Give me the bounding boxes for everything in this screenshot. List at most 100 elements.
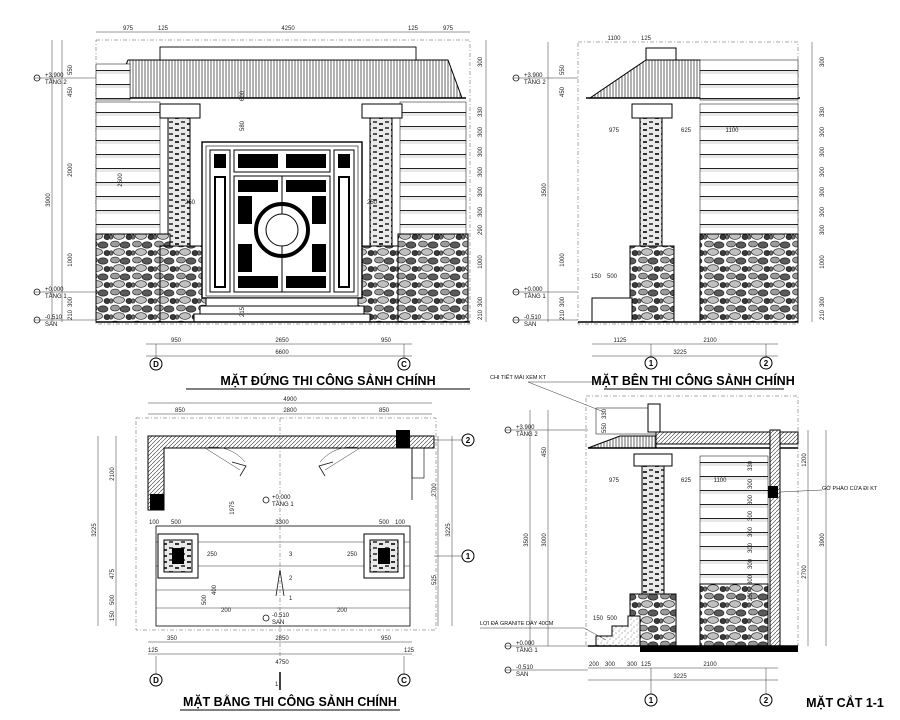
grid-bubble-1-section: 1 <box>644 668 658 707</box>
dimension-label: 250 <box>185 200 196 206</box>
dimension-label: 300 <box>68 296 74 307</box>
section-view: +3.900 TẦNG 2 +0.000 TẦNG 1 -0.510 SAN 1… <box>480 374 884 710</box>
dimension-label: 625 <box>681 128 692 134</box>
dimension-label: 250 <box>367 200 378 206</box>
grid-label: C <box>401 360 407 369</box>
dimension-label: 300 <box>748 478 754 489</box>
dimension-label: 550 <box>560 64 566 75</box>
dimension-label: 200 <box>337 608 348 614</box>
dimension-label: 350 <box>167 636 178 642</box>
dimension-label: 210 <box>560 309 566 320</box>
dimension-label: 300 <box>748 574 754 585</box>
dimension-label: 4750 <box>275 660 289 666</box>
dimension-label: 2650 <box>275 338 289 344</box>
level-ground-side: -0.510 SAN <box>512 315 578 328</box>
dimension-label: 1000 <box>560 253 566 267</box>
dimension-label: 150 <box>593 616 604 622</box>
dimension-label: 2000 <box>68 163 74 177</box>
dimension-label: 330 <box>602 408 608 419</box>
dimension-label: 250 <box>347 552 358 558</box>
level-name: SAN <box>272 620 284 626</box>
note-window-frame: GỜ PHÀO CỬA ĐI KT <box>779 485 878 493</box>
dimension-label: 4250 <box>281 26 295 32</box>
dimension-label: 2700 <box>802 565 808 579</box>
dimension-label: 6600 <box>275 350 289 356</box>
level-value: -0.510 <box>272 613 290 619</box>
dimension-label: 500 <box>379 520 390 526</box>
dimension-label: 250 <box>748 590 754 601</box>
level-value: +3.900 <box>516 425 535 431</box>
dimension-label: 300 <box>478 296 484 307</box>
grid-label: 1 <box>649 696 654 705</box>
dimension-label: 975 <box>123 26 134 32</box>
dimension-label: 330 <box>820 106 826 117</box>
level-value: +0.000 <box>516 641 535 647</box>
dimension-label: 450 <box>68 86 74 97</box>
grid-bubble-c-plan: C <box>397 656 411 687</box>
dimension-label: 500 <box>110 594 116 605</box>
dimension-label: 125 <box>148 648 159 654</box>
dimension-label: 1100 <box>714 478 728 484</box>
dimension-label: 3900 <box>820 533 826 547</box>
dimension-label: 330 <box>748 460 754 471</box>
dimension-label: 210 <box>68 309 74 320</box>
dimension-label: 200 <box>221 608 232 614</box>
level-name: TẦNG 1 <box>45 293 67 300</box>
dimension-label: 300 <box>820 206 826 217</box>
dimension-label: 4900 <box>283 397 297 403</box>
grid-label: 2 <box>466 436 471 445</box>
dimension-label: 150 <box>110 610 116 621</box>
dimension-label: 3225 <box>446 523 452 537</box>
step-number: 2 <box>289 576 293 582</box>
dimension-label: 850 <box>175 408 186 414</box>
level-name: TẦNG 2 <box>524 79 546 86</box>
level-value: +3.900 <box>45 73 64 79</box>
level-name: TẦNG 1 <box>524 293 546 300</box>
dimension-label: 125 <box>404 648 415 654</box>
level-name: TẦNG 1 <box>516 647 538 654</box>
level-floor-side: +0.000 TẦNG 1 <box>512 287 578 300</box>
dimension-label: 300 <box>820 166 826 177</box>
level-floor-section: +0.000 TẦNG 1 <box>504 641 588 654</box>
level-name: TẦNG 1 <box>272 501 294 508</box>
dimension-label: 210 <box>820 309 826 320</box>
dimension-label: 975 <box>443 26 454 32</box>
grid-label: C <box>401 676 407 685</box>
dimension-label: 2700 <box>432 483 438 497</box>
dimension-label: 1000 <box>68 253 74 267</box>
level-value: -0.510 <box>45 315 63 321</box>
dimension-label: 300 <box>478 206 484 217</box>
dimension-label: 300 <box>478 166 484 177</box>
level-name: TẦNG 2 <box>45 79 67 86</box>
dimension-label: 400 <box>212 584 218 595</box>
level-name: SAN <box>524 322 536 328</box>
dimension-label: 100 <box>395 520 406 526</box>
grid-bubble-1-side: 1 <box>644 344 658 370</box>
level-value: -0.510 <box>524 315 542 321</box>
note-text: LỢI ĐÁ GRANITE DÀY 40CM <box>480 620 554 627</box>
dimension-label: 500 <box>607 616 618 622</box>
grid-bubble-d-plan: D <box>149 656 163 687</box>
level-value: +0.000 <box>524 287 543 293</box>
grid-label: D <box>153 360 159 369</box>
dimension-label: 500 <box>171 520 182 526</box>
dimension-label: 950 <box>381 338 392 344</box>
level-name: SAN <box>516 672 528 678</box>
dimension-label: 1000 <box>820 255 826 269</box>
plan-view: 3 2 1 +0.000 TẦNG 1 -0.510 SAN 2 <box>97 402 475 711</box>
plan-level-floor: +0.000 TẦNG 1 <box>262 495 294 508</box>
level-top-front: +3.900 TẦNG 2 <box>33 73 96 86</box>
title-front-elevation: MẶT ĐỨNG THI CÔNG SẢNH CHÍNH <box>220 373 435 388</box>
grid-label: 2 <box>764 359 769 368</box>
grid-bubble-2-section: 2 <box>759 668 773 707</box>
grid-bubble-d-front: D <box>149 344 163 371</box>
dimension-label: 3000 <box>542 533 548 547</box>
dimension-label: 200 <box>589 662 600 668</box>
plan-level-ground: -0.510 SAN <box>262 613 290 626</box>
dimension-label: 3500 <box>524 533 530 547</box>
dimension-label: 1100 <box>608 36 622 42</box>
dimension-label: 300 <box>478 146 484 157</box>
level-floor-front: +0.000 TẦNG 1 <box>33 287 96 300</box>
